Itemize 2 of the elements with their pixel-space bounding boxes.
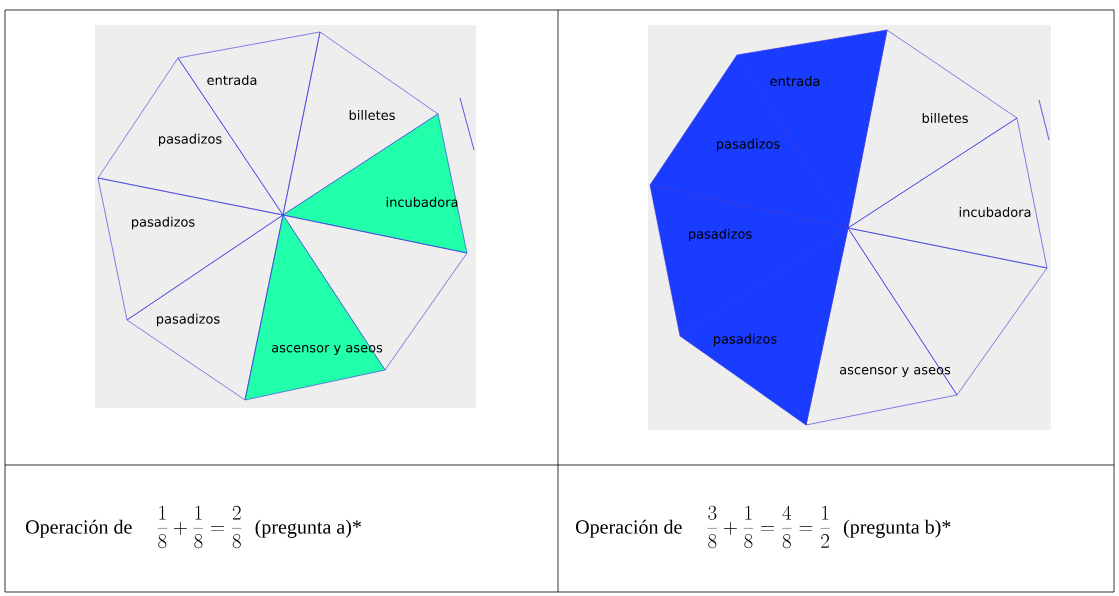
operation-text: Operación de $\frac{1}{8}+\frac{1}{8}=\frac{2}{8}$ (pregunta a)* (26, 505, 361, 549)
operation-text: Operación de $\frac{3}{8}+\frac{1}{8}=\frac{4}{8}=\frac{1}{2}$ (pregunta b)* (576, 505, 951, 549)
